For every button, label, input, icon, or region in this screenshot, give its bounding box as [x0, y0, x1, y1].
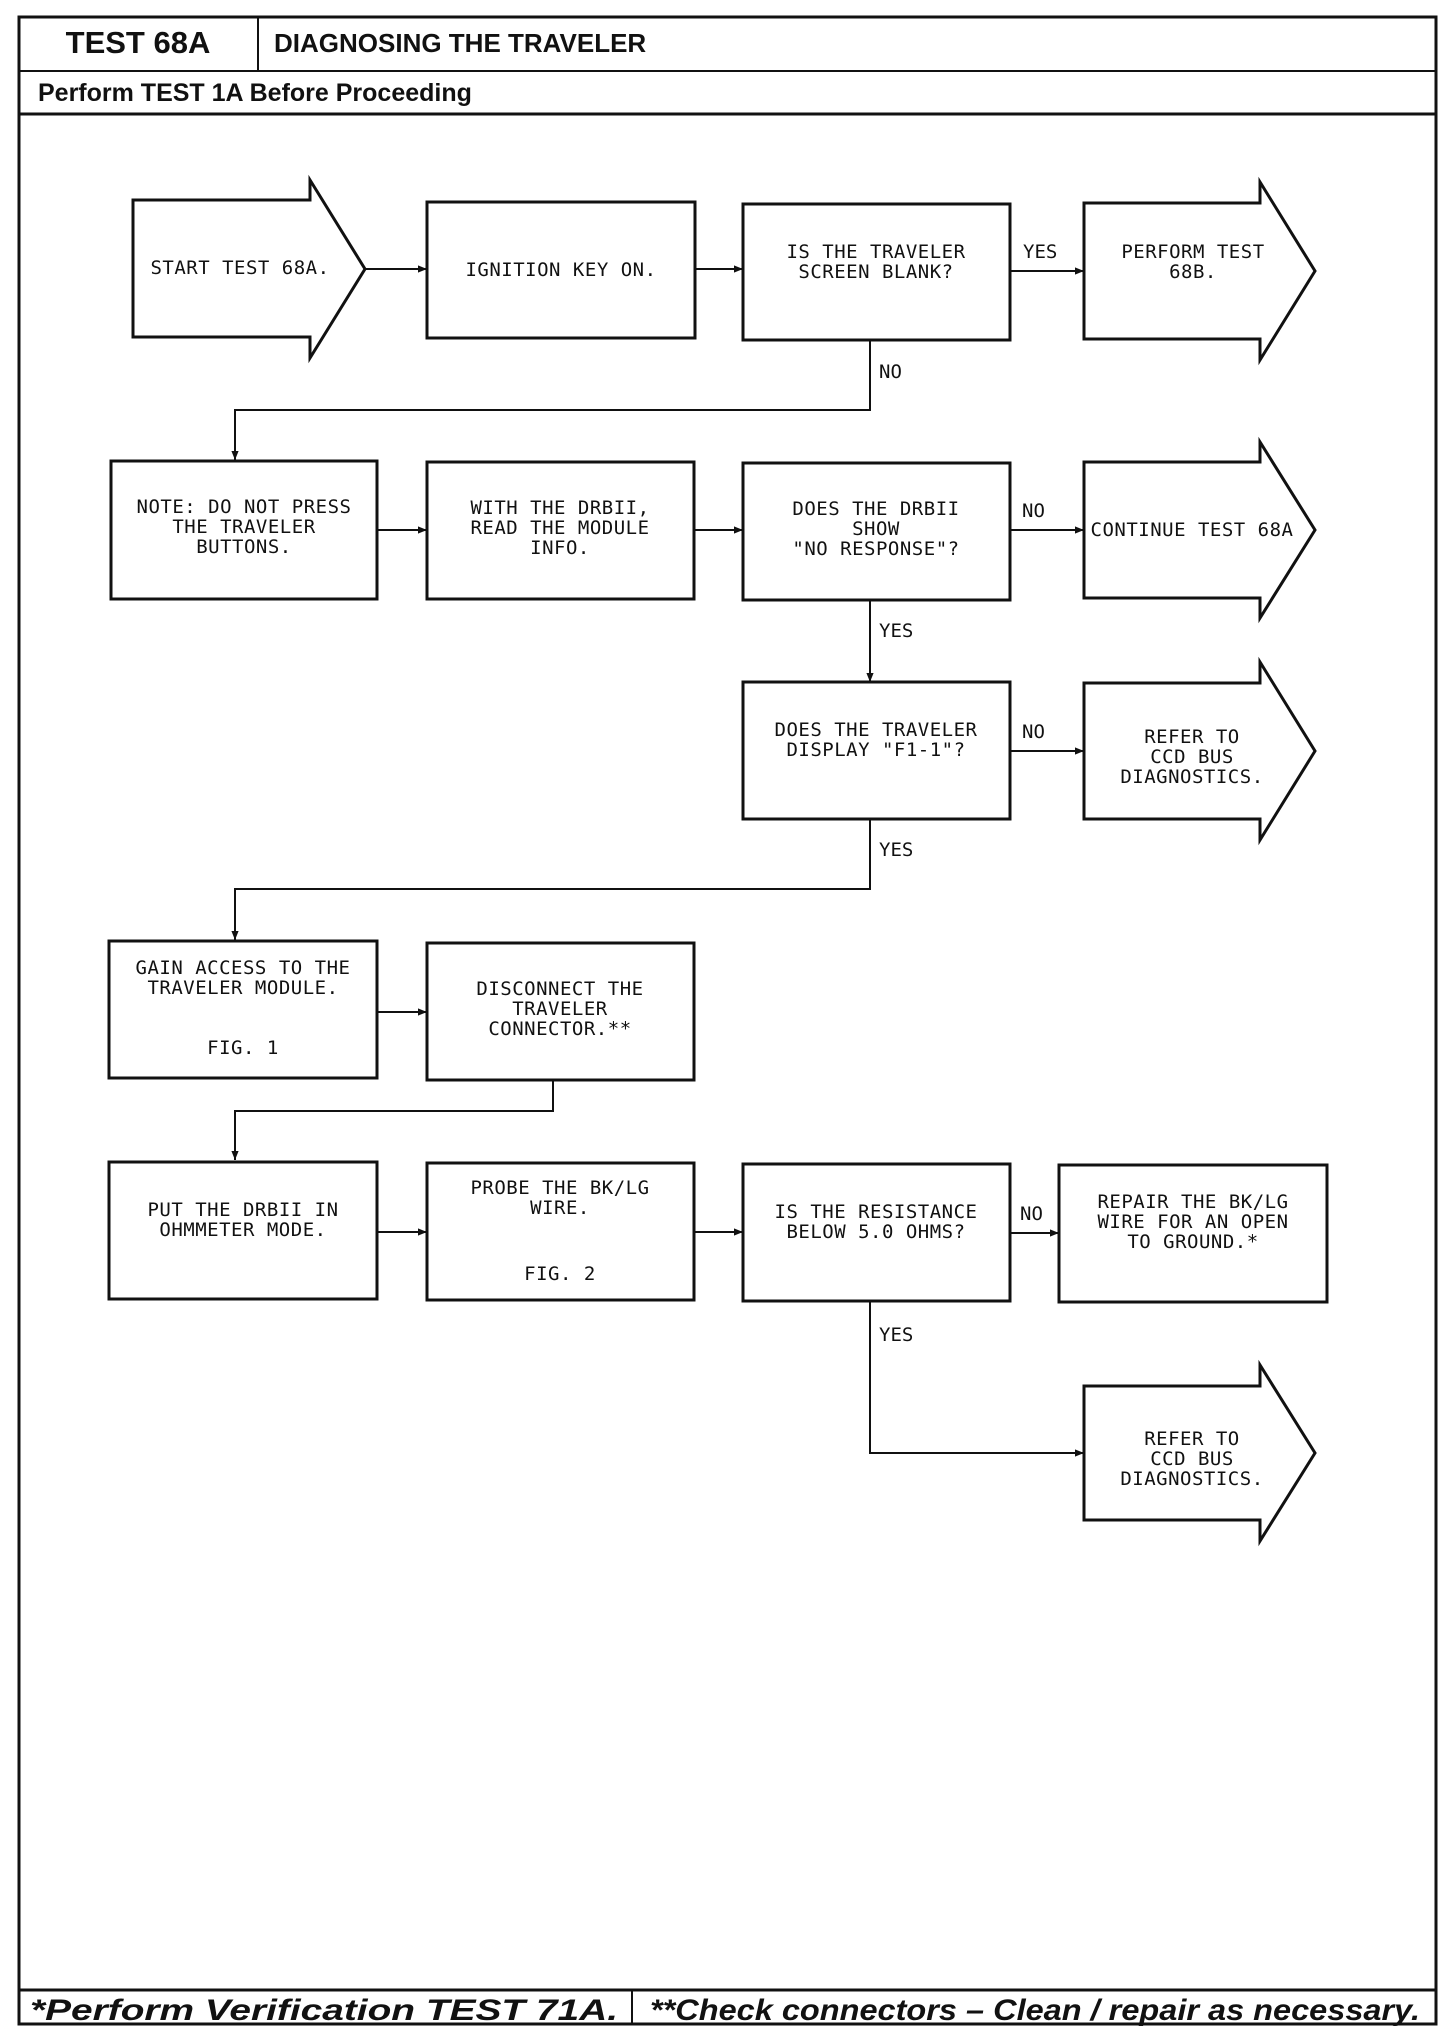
ignition-key-on-box: IGNITION KEY ON. [425, 200, 697, 340]
disconnect-line-3: CONNECTOR.** [488, 1018, 631, 1040]
probe-line-1: PROBE THE BK/LG [470, 1177, 649, 1199]
header: TEST 68A DIAGNOSING THE TRAVELER Perform… [19, 17, 1436, 116]
repair-line-3: TO GROUND.* [1127, 1231, 1258, 1253]
connector-f1-yes [231, 819, 871, 940]
blank-no-label: NO [879, 361, 902, 383]
f1-yes-label: YES [879, 839, 913, 861]
connector-res-yes [869, 1301, 1084, 1457]
start-test-arrow: START TEST 68A. [131, 174, 367, 364]
disconnect-line-1: DISCONNECT THE [476, 978, 643, 1000]
res-no-label: NO [1020, 1203, 1043, 1225]
q-resistance-line-1: IS THE RESISTANCE [775, 1201, 978, 1223]
note-line-3: BUTTONS. [196, 536, 292, 558]
ccd-1-line-2: CCD BUS [1150, 746, 1234, 768]
f1-no-label: NO [1022, 721, 1045, 743]
continue-68a-arrow: CONTINUE TEST 68A [1082, 436, 1317, 624]
noresp-no-label: NO [1022, 500, 1045, 522]
repair-line-2: WIRE FOR AN OPEN [1097, 1211, 1288, 1233]
ohmmeter-line-1: PUT THE DRBII IN [147, 1199, 338, 1221]
read-info-line-3: INFO. [530, 537, 590, 559]
ohmmeter-line-2: OHMMETER MODE. [159, 1219, 326, 1241]
start-test-label: START TEST 68A. [150, 257, 329, 279]
connector-blank-no [231, 340, 871, 460]
probe-wire-fig: FIG. 2 [524, 1263, 596, 1285]
test-id: TEST 68A [66, 25, 211, 60]
continue-68a-label: CONTINUE TEST 68A [1091, 519, 1294, 541]
q-blank-line-2: SCREEN BLANK? [798, 261, 953, 283]
q-resistance-line-2: BELOW 5.0 OHMS? [786, 1221, 965, 1243]
res-yes-label: YES [879, 1324, 913, 1346]
ccd-2-line-1: REFER TO [1144, 1428, 1240, 1450]
q-no-response-line-3: "NO RESPONSE"? [792, 538, 959, 560]
q-f1-line-1: DOES THE TRAVELER [775, 719, 978, 741]
page-title: DIAGNOSING THE TRAVELER [274, 28, 646, 58]
gain-access-line-1: GAIN ACCESS TO THE [136, 957, 351, 979]
read-info-line-2: READ THE MODULE [470, 517, 649, 539]
prerequisite-note: Perform TEST 1A Before Proceeding [38, 79, 472, 107]
footer: *Perform Verification TEST 71A. **Check … [19, 1988, 1436, 2027]
read-info-line-1: WITH THE DRBII, [470, 497, 649, 519]
footer-verification-note: *Perform Verification TEST 71A. [30, 1994, 618, 2027]
blank-yes-label: YES [1023, 241, 1057, 263]
note-line-2: THE TRAVELER [172, 516, 315, 538]
gain-access-fig: FIG. 1 [207, 1037, 279, 1059]
ccd-1-line-3: DIAGNOSTICS. [1120, 766, 1263, 788]
ccd-2-line-2: CCD BUS [1150, 1448, 1234, 1470]
connector-disconnect-ohmmeter [231, 1080, 554, 1160]
note-line-1: NOTE: DO NOT PRESS [137, 496, 352, 518]
page-frame [17, 15, 1438, 2026]
start-line-1: START TEST 68A. [150, 257, 329, 279]
perform-68b-line-1: PERFORM TEST [1121, 241, 1264, 263]
q-no-response-line-1: DOES THE DRBII [792, 498, 959, 520]
q-blank-line-1: IS THE TRAVELER [786, 241, 965, 263]
footer-connectors-note: **Check connectors – Clean / repair as n… [650, 1994, 1420, 2027]
continue-68a-line-1: CONTINUE TEST 68A [1091, 519, 1294, 541]
repair-line-1: REPAIR THE BK/LG [1097, 1191, 1288, 1213]
perform-68b-line-2: 68B. [1169, 261, 1217, 283]
gain-access-line-2: TRAVELER MODULE. [147, 977, 338, 999]
noresp-yes-label: YES [879, 620, 913, 642]
probe-line-2: WIRE. [530, 1197, 590, 1219]
disconnect-line-2: TRAVELER [512, 998, 608, 1020]
ignition-line-1: IGNITION KEY ON. [465, 259, 656, 281]
ignition-key-on-label: IGNITION KEY ON. [465, 259, 656, 281]
q-no-response-line-2: SHOW [852, 518, 900, 540]
q-f1-line-2: DISPLAY "F1-1"? [786, 739, 965, 761]
ccd-1-line-1: REFER TO [1144, 726, 1240, 748]
ccd-2-line-3: DIAGNOSTICS. [1120, 1468, 1263, 1490]
